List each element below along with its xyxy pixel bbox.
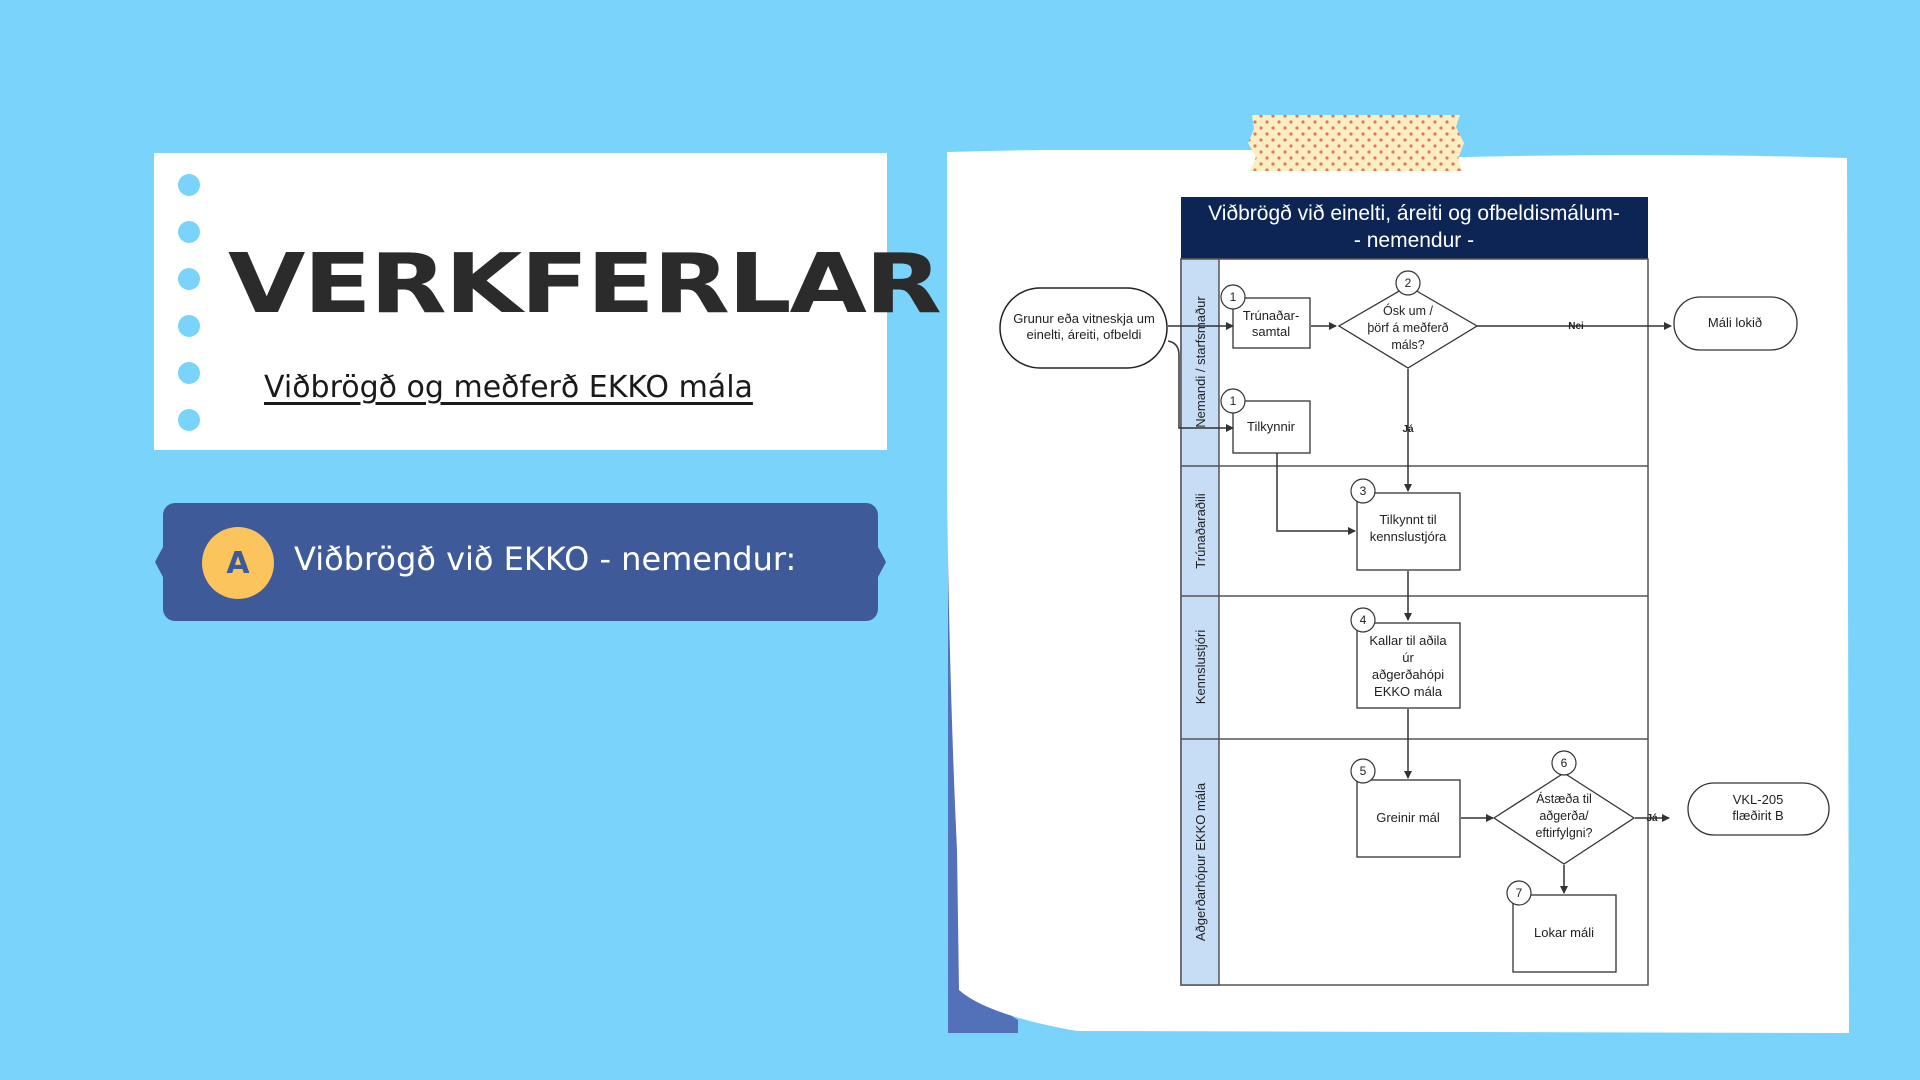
svg-text:4: 4 — [1360, 613, 1367, 627]
label-ja: Já — [1402, 424, 1414, 435]
decision-medferd-text: Ósk um / — [1383, 303, 1434, 318]
lane-label-kennslustjori: Kennslustjóri — [1193, 630, 1208, 705]
node-tilkynnir-text: Tilkynnir — [1247, 419, 1296, 434]
node-kallar-til — [1356, 622, 1461, 709]
node4-text: Kallar til aðila — [1369, 633, 1447, 648]
tape-decoration — [1248, 115, 1464, 171]
svg-text:2: 2 — [1405, 276, 1412, 290]
page-subtitle: Viðbrögð og meðferð EKKO mála — [264, 370, 753, 405]
lane-header-column — [1180, 258, 1220, 986]
end-vkl-text: VKL-205 — [1733, 792, 1784, 807]
end-mali-lokid — [1673, 296, 1798, 351]
node3-text: Tilkynnt til — [1379, 512, 1436, 527]
step-number: 7 — [1506, 880, 1532, 906]
diagram-header — [1181, 197, 1648, 259]
lane-label-trunadaradili: Trúnaðaraðili — [1193, 493, 1208, 569]
end-vkl-text: flæðirit B — [1732, 808, 1783, 823]
step-number: 6 — [1551, 750, 1577, 776]
diagram-header-line1: Viðbrögð við einelti, áreiti og ofbeldis… — [1208, 202, 1620, 225]
decision-astaeda — [1492, 772, 1636, 865]
svg-text:1: 1 — [1230, 394, 1237, 408]
swimlane-frame — [1180, 258, 1649, 986]
svg-text:5: 5 — [1360, 764, 1367, 778]
node3-text: kennslustjóra — [1370, 529, 1447, 544]
step-number: 4 — [1350, 607, 1376, 633]
decision-medferd-text: þörf á meðferð — [1367, 321, 1448, 335]
binder-hole — [178, 174, 200, 196]
step-number: 3 — [1350, 478, 1376, 504]
node-trunadarsamtal — [1232, 297, 1311, 349]
svg-text:3: 3 — [1360, 484, 1367, 498]
node-tilkynnir — [1232, 400, 1311, 454]
decision-medferd — [1337, 285, 1479, 369]
label-ja: Já — [1646, 813, 1658, 824]
decision-medferd-text: máls? — [1391, 338, 1424, 352]
section-banner: A Viðbrögð við EKKO - nemendur: — [155, 503, 886, 621]
lane-label-adgerdarhopur: Aðgerðarhópur EKKO mála — [1193, 782, 1208, 941]
svg-text:7: 7 — [1516, 886, 1523, 900]
start-terminator — [999, 287, 1168, 369]
node-trunadarsamtal-text: Trúnaðar- — [1243, 308, 1300, 323]
lane-label-nemandi: Nemandi / starfsmaður — [1193, 296, 1208, 428]
flow-diagram: Viðbrögð við einelti, áreiti og ofbeldis… — [999, 197, 1830, 986]
node4-text: aðgerðahópi — [1372, 667, 1444, 682]
diagram-header-line2: - nemendur - — [1354, 229, 1474, 252]
start-text: Grunur eða vitneskja um — [1013, 311, 1155, 326]
node7-text: Lokar máli — [1534, 925, 1594, 940]
svg-text:6: 6 — [1561, 756, 1568, 770]
page-title: VERKFERLAR — [228, 235, 942, 332]
binder-hole — [178, 362, 200, 384]
node-greinir-mal — [1356, 779, 1461, 858]
end-vkl-205 — [1687, 782, 1830, 836]
node4-text: úr — [1402, 650, 1414, 665]
svg-text:1: 1 — [1230, 290, 1237, 304]
decision-astaeda-text: eftirfylgni? — [1536, 826, 1593, 840]
node-tilkynnt-kennslustjora — [1356, 492, 1461, 571]
decision-astaeda-text: aðgerða/ — [1539, 809, 1589, 823]
decision-astaeda-text: Ástæða til — [1536, 791, 1592, 806]
section-banner-text: Viðbrögð við EKKO - nemendur: — [294, 540, 797, 578]
binder-hole — [178, 268, 200, 290]
node4-text: EKKO mála — [1374, 684, 1443, 699]
node5-text: Greinir mál — [1376, 810, 1440, 825]
step-number: 1 — [1220, 388, 1246, 414]
step-number: 2 — [1395, 270, 1421, 296]
binder-hole — [178, 315, 200, 337]
title-card: VERKFERLAR Viðbrögð og meðferð EKKO mála — [154, 153, 942, 450]
step-number: 5 — [1350, 758, 1376, 784]
end-mali-lokid-text: Máli lokið — [1708, 315, 1762, 330]
node-trunadarsamtal-text: samtal — [1252, 324, 1290, 339]
node-lokar-mali — [1512, 894, 1617, 973]
binder-hole — [178, 221, 200, 243]
step-number: 1 — [1220, 284, 1246, 310]
start-text: einelti, áreiti, ofbeldi — [1027, 327, 1142, 342]
section-badge: A — [202, 527, 274, 599]
binder-hole — [178, 409, 200, 431]
label-nei: Nei — [1568, 321, 1584, 332]
